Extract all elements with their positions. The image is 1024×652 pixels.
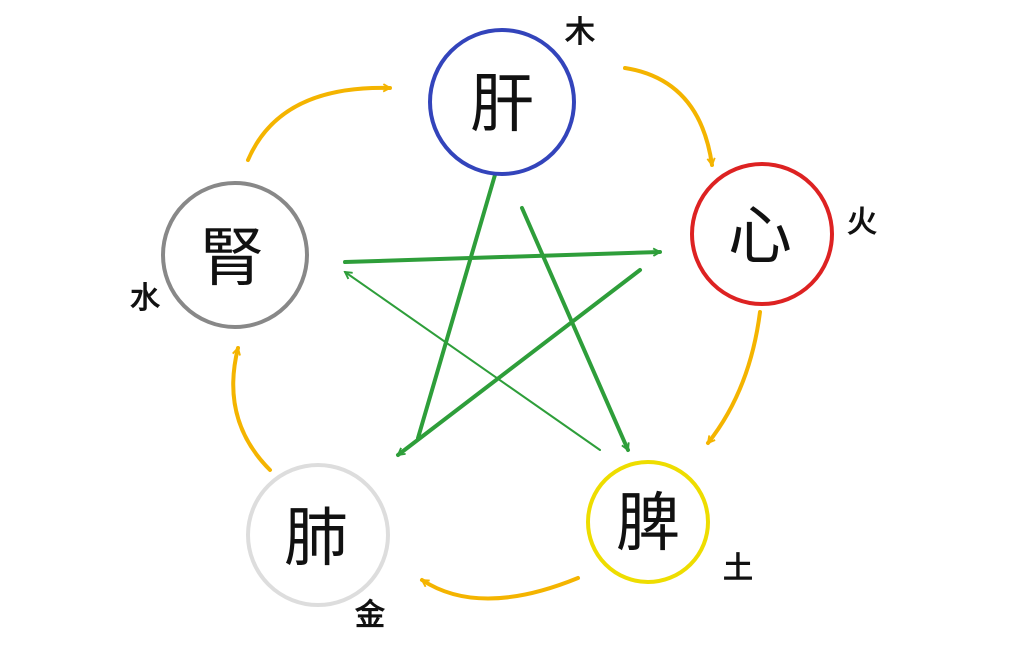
organ-liver: 肝 木 <box>428 15 595 176</box>
liver-label: 肝 <box>470 68 534 142</box>
heart-label: 心 <box>728 200 792 274</box>
metal-element-label: 金 <box>354 598 386 633</box>
water-element-label: 水 <box>130 281 161 316</box>
arrow-liver-to-spleen <box>520 206 630 452</box>
arrow-lung-to-liver <box>416 166 497 440</box>
fire-element-label: 火 <box>847 205 877 240</box>
arrow-lung-to-kidney <box>231 346 272 472</box>
earth-element-label: 土 <box>723 551 753 586</box>
kidney-circle <box>161 181 309 329</box>
arrow-heart-to-lung <box>396 268 642 457</box>
wood-element-label: 木 <box>564 15 595 50</box>
organ-heart: 心 火 <box>690 162 877 306</box>
arrow-kidney-to-liver <box>246 88 392 162</box>
arrow-kidney-to-heart <box>343 252 662 264</box>
organ-spleen: 脾 土 <box>586 460 753 586</box>
spleen-circle <box>586 460 710 584</box>
arrow-heart-to-spleen <box>706 310 762 445</box>
kidney-label: 腎 <box>200 222 264 296</box>
spleen-label: 脾 <box>616 487 680 561</box>
heart-circle <box>690 162 834 306</box>
controlling-cycle <box>343 166 662 457</box>
lung-circle <box>246 463 390 607</box>
lung-label: 肺 <box>284 502 348 576</box>
arrow-spleen-to-lung <box>420 576 580 601</box>
generating-cycle <box>231 66 762 601</box>
arrow-liver-to-heart <box>623 66 712 167</box>
arrow-spleen-to-kidney <box>345 272 601 451</box>
liver-circle <box>428 28 576 176</box>
organ-kidney: 腎 水 <box>130 181 309 329</box>
organ-lung: 肺 金 <box>246 463 390 633</box>
